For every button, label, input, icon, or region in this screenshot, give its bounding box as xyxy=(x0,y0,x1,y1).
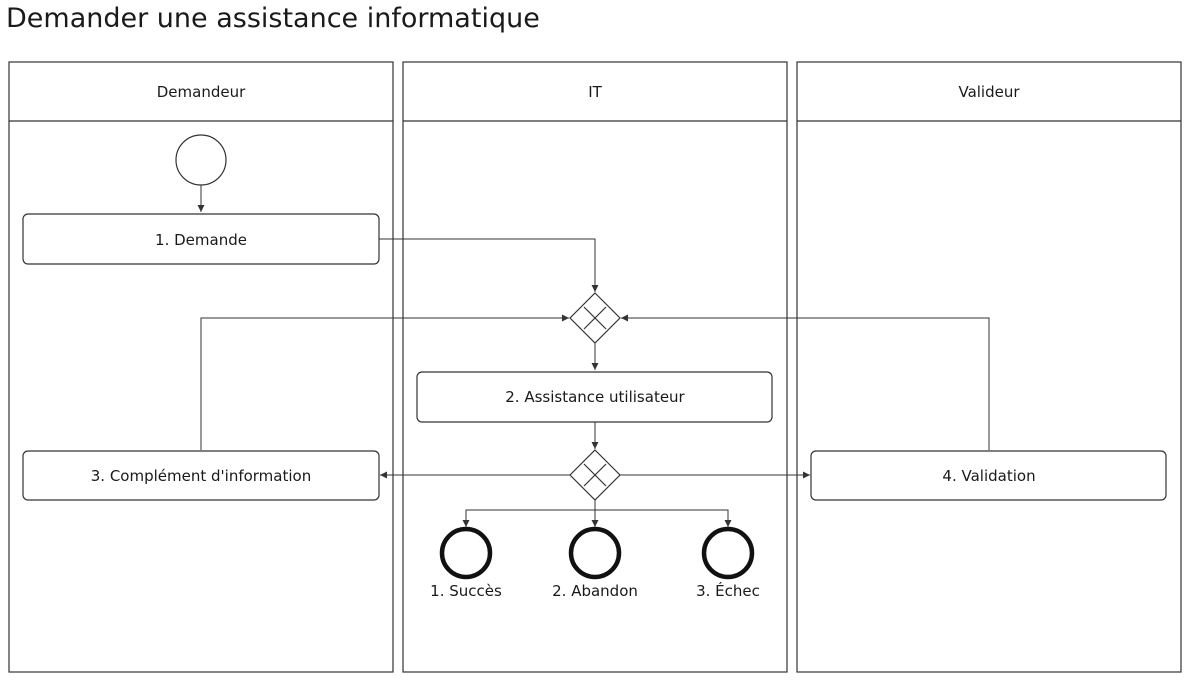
end-event-abandon-circle xyxy=(568,526,622,580)
flow-demande-to-gateway-1 xyxy=(379,238,599,292)
end-event-abandon-label: 2. Abandon xyxy=(552,582,638,600)
exclusive-gateway-2 xyxy=(569,449,621,501)
task-complement: 3. Complément d'information xyxy=(22,450,380,501)
end-event-abandon: 2. Abandon xyxy=(552,526,638,600)
end-event-echec: 3. Échec xyxy=(696,526,760,600)
lane-demandeur-label: Demandeur xyxy=(157,83,246,101)
end-event-succes-circle xyxy=(439,526,493,580)
flow-complement-to-gateway-1 xyxy=(200,314,569,450)
task-demande: 1. Demande xyxy=(22,213,380,265)
end-event-succes: 1. Succès xyxy=(430,526,502,600)
task-validation: 4. Validation xyxy=(810,450,1167,501)
x-marker-icon xyxy=(583,463,607,487)
end-event-succes-label: 1. Succès xyxy=(430,582,502,600)
flow-gateway-2-to-echec xyxy=(595,509,732,527)
task-demande-label: 1. Demande xyxy=(155,231,247,249)
lane-valideur-label: Valideur xyxy=(958,83,1020,101)
task-demande-box xyxy=(22,213,380,265)
task-complement-box xyxy=(22,450,380,501)
flow-validation-to-gateway-1 xyxy=(621,314,990,450)
task-assistance-label: 2. Assistance utilisateur xyxy=(505,388,685,406)
x-marker-icon xyxy=(583,306,607,330)
task-assistance-box xyxy=(416,371,773,423)
start-event xyxy=(175,134,227,186)
task-complement-label: 3. Complément d'information xyxy=(91,467,311,485)
task-validation-label: 4. Validation xyxy=(942,467,1035,485)
task-validation-box xyxy=(810,450,1167,501)
flow-gateway-2-to-succes xyxy=(462,500,596,527)
exclusive-gateway-1 xyxy=(569,292,621,344)
task-assistance: 2. Assistance utilisateur xyxy=(416,371,773,423)
end-event-echec-label: 3. Échec xyxy=(696,581,760,600)
page-title: Demander une assistance informatique xyxy=(6,3,540,34)
lane-it-label: IT xyxy=(588,83,602,101)
end-event-echec-circle xyxy=(701,526,755,580)
